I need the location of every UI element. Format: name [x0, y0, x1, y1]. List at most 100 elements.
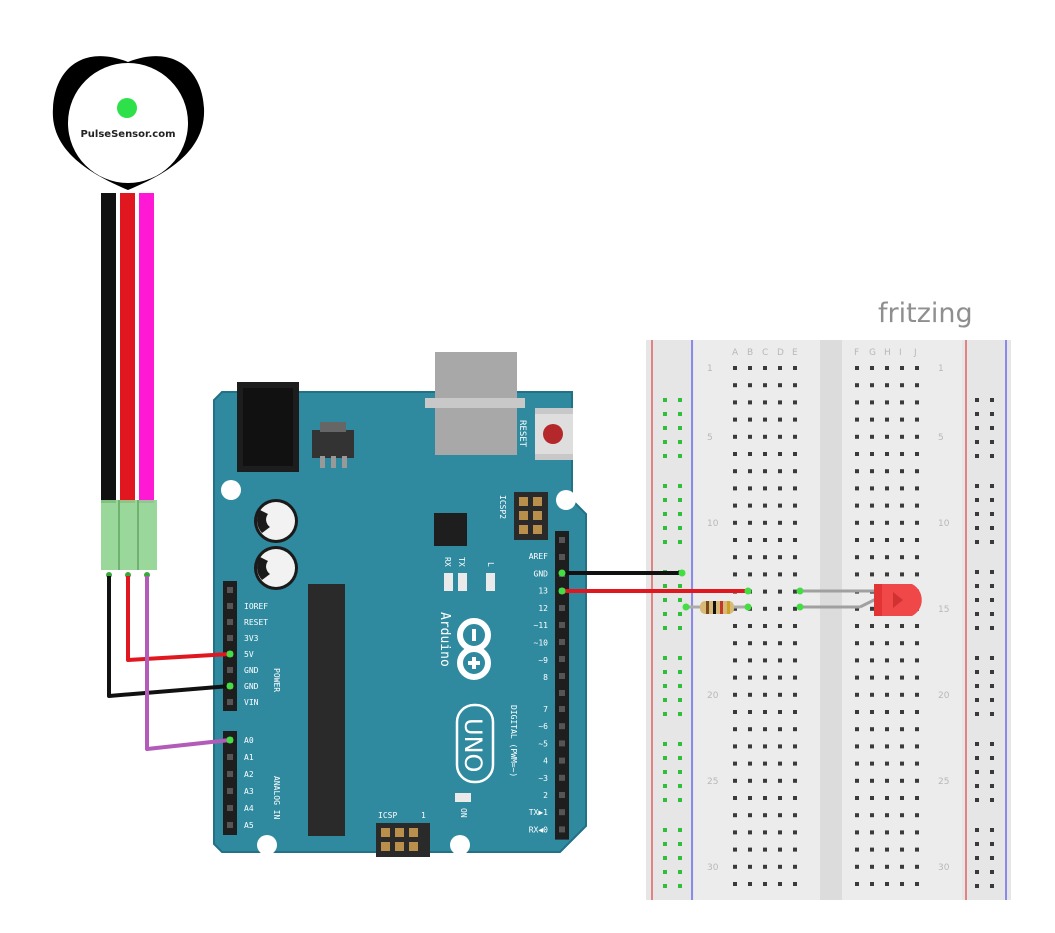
breadboard-hole	[900, 434, 904, 439]
breadboard-hole	[748, 624, 752, 628]
breadboard-hole	[733, 727, 737, 732]
rail-hole	[678, 712, 682, 716]
digital-pin	[559, 622, 565, 628]
rail-hole	[678, 856, 682, 860]
mounting-hole	[257, 835, 277, 855]
rail-hole	[990, 828, 994, 832]
rail-hole	[663, 770, 667, 774]
rail-hole	[678, 784, 682, 788]
breadboard-hole	[870, 383, 874, 388]
breadboard-hole	[733, 796, 737, 800]
breadboard-column-label: H	[884, 348, 891, 358]
breadboard-hole	[915, 383, 919, 388]
breadboard-hole	[915, 675, 919, 680]
rail-hole	[663, 526, 667, 530]
breadboard-hole	[763, 641, 767, 646]
breadboard-hole	[885, 434, 889, 439]
pin-label: GND	[244, 666, 259, 675]
breadboard-hole	[733, 383, 737, 388]
breadboard-row-number: 30	[707, 863, 719, 873]
digital-pin	[559, 826, 565, 833]
breadboard-hole	[748, 744, 752, 749]
rail-hole	[663, 656, 667, 660]
breadboard-hole	[870, 366, 874, 370]
rail-hole	[975, 670, 979, 674]
breadboard-hole	[748, 882, 752, 886]
breadboard-hole	[855, 778, 859, 783]
breadboard-hole	[793, 538, 797, 542]
pin-label: GND	[244, 682, 259, 691]
breadboard-hole	[748, 469, 752, 474]
breadboard-hole	[885, 400, 889, 405]
breadboard-hole	[855, 692, 859, 697]
breadboard-hole	[870, 434, 874, 439]
analog-in-label: ANALOG IN	[272, 776, 281, 820]
breadboard-hole	[763, 400, 767, 405]
breadboard-hole	[870, 452, 874, 456]
icsp2-header	[514, 492, 548, 540]
breadboard-hole	[748, 796, 752, 800]
capacitor	[254, 499, 298, 543]
breadboard-hole	[748, 503, 752, 508]
breadboard-hole	[915, 469, 919, 474]
rail-hole	[990, 440, 994, 444]
rail-hole	[975, 498, 979, 502]
breadboard-hole	[793, 710, 797, 714]
digital-pin	[559, 740, 565, 747]
breadboard-hole	[870, 606, 874, 611]
breadboard-hole	[763, 520, 767, 525]
breadboard-hole	[763, 606, 767, 611]
breadboard-hole	[778, 452, 782, 456]
pin-label: RX◀0	[529, 825, 548, 834]
sensor-led-icon	[117, 98, 137, 118]
breadboard-hole	[778, 761, 782, 766]
breadboard-hole	[793, 778, 797, 783]
breadboard-hole	[885, 383, 889, 388]
power-pin	[227, 619, 233, 625]
breadboard-hole	[870, 641, 874, 646]
breadboard-hole	[855, 624, 859, 628]
breadboard-hole	[870, 710, 874, 714]
rail-hole	[975, 756, 979, 760]
breadboard-row-number: 1	[707, 364, 713, 374]
atmega-microcontroller	[308, 584, 345, 836]
breadboard-hole	[870, 796, 874, 800]
breadboard-hole	[793, 882, 797, 886]
breadboard-hole	[855, 555, 859, 560]
breadboard-hole	[855, 830, 859, 835]
rail-hole	[975, 828, 979, 832]
rail-hole	[663, 712, 667, 716]
on-label: ON	[459, 808, 468, 818]
rail-hole	[990, 612, 994, 616]
rail-hole	[990, 884, 994, 888]
breadboard-hole	[748, 813, 752, 818]
breadboard-hole	[900, 486, 904, 491]
breadboard-hole	[748, 830, 752, 835]
icsp-pin1-label: 1	[421, 811, 426, 820]
sensor-wire-power	[120, 193, 135, 503]
breadboard-hole	[733, 692, 737, 697]
analog-pin	[227, 788, 233, 794]
digital-pin	[559, 706, 565, 712]
breadboard-hole	[855, 434, 859, 439]
wire-gnd-ground	[107, 576, 231, 698]
breadboard-hole	[748, 847, 752, 852]
breadboard-hole	[885, 675, 889, 680]
pin-label: TX▶1	[529, 808, 548, 817]
breadboard-hole	[748, 400, 752, 405]
rail-hole	[990, 742, 994, 746]
breadboard-hole	[900, 452, 904, 456]
voltage-regulator	[312, 430, 354, 458]
rail-hole	[990, 484, 994, 488]
breadboard-hole	[793, 417, 797, 422]
rail-hole	[975, 584, 979, 588]
pin-label: A2	[244, 770, 254, 779]
breadboard-hole	[748, 452, 752, 456]
breadboard-hole	[748, 366, 752, 370]
rail-hole	[975, 698, 979, 702]
breadboard-hole	[915, 520, 919, 525]
rail-hole	[663, 756, 667, 760]
rail-hole	[663, 684, 667, 688]
breadboard-hole	[748, 383, 752, 388]
